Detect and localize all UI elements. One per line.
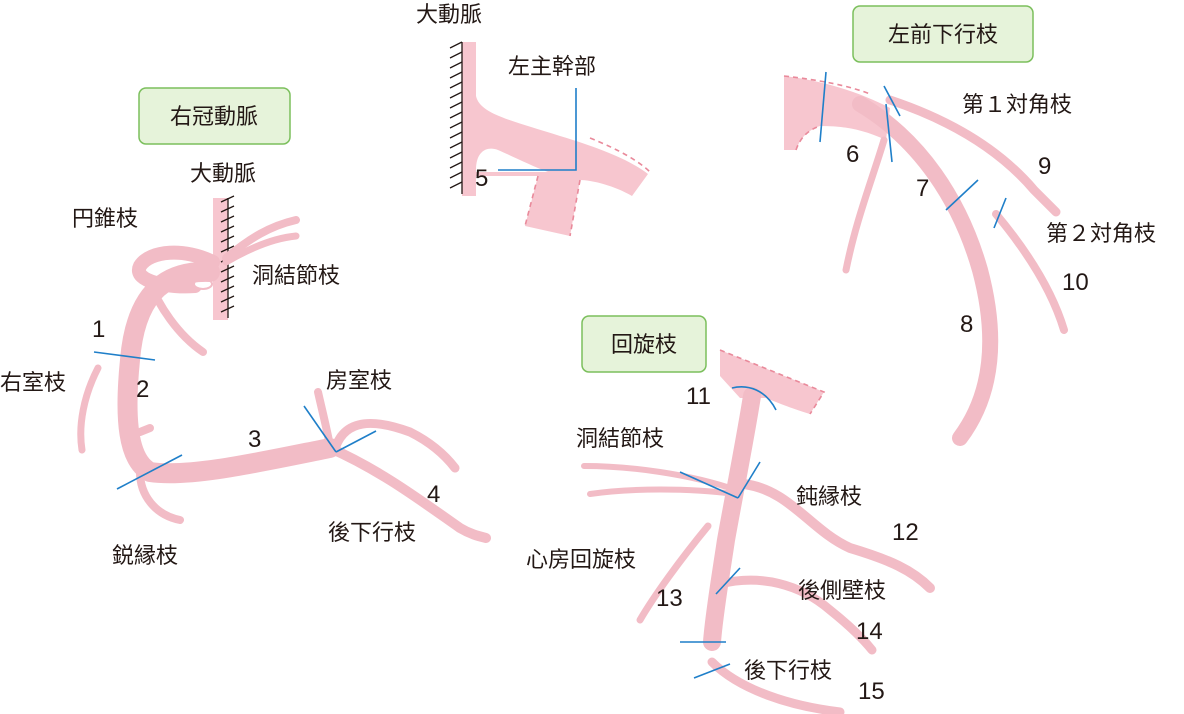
rca-lateral-branch [331,418,460,473]
lcx-title: 回旋枝 [611,333,677,358]
lmt-marker [498,88,577,171]
lmt-aorta-hatch [449,41,463,194]
lad-dash-bottom [795,125,821,151]
lad-dash-top [783,75,871,95]
lcx-sinus-branch-b [587,486,737,497]
lad-segment-7: 7 [916,175,929,202]
rca-pd-label: 後下行枝 [328,521,416,546]
rca-rv-branch [77,364,102,454]
rca-title: 右冠動脈 [170,105,258,130]
lcx-segment-15: 15 [858,678,885,705]
lad-diag1-label: 第１対角枝 [962,93,1072,118]
lcx-marker-15 [693,663,731,679]
rca-aorta-label: 大動脈 [190,162,256,187]
lad-title-badge: 左前下行枝 [852,5,1034,63]
lad-segment-10: 10 [1062,269,1089,296]
lad-segment-6: 6 [846,141,859,168]
rca-posterior-descending [325,443,491,543]
rca-small-stub [136,424,154,436]
rca-acute-marginal [136,468,184,524]
lcx-atrial-circumflex-label: 心房回旋枝 [526,548,636,573]
rca-av-branch [314,388,334,450]
rca-acute-marginal-label: 鋭縁枝 [112,544,178,569]
lad-marker-7-8 [945,179,979,211]
lcx-pd-label: 後下行枝 [744,659,832,684]
rca-sinus-branch-a [222,216,300,262]
lad-marker-6-7 [885,103,893,163]
lad-diag2-label: 第２対角枝 [1046,222,1156,247]
rca-marker-3-4b [335,430,377,453]
rca-conus-label: 円錐枝 [72,207,138,232]
lmt-vessel [462,42,648,236]
rca-marker-1-2 [93,351,156,361]
lmt-aorta-label: 大動脈 [416,3,482,28]
lcx-posterior-descending [707,657,845,714]
lmt-left-main-label: 左主幹部 [508,55,596,80]
lcx-marker-11-13a [679,471,739,499]
lad-diag1-vessel [885,95,1061,217]
lmt-group: 大動脈 左主幹部 5 [416,3,651,237]
lcx-posterolateral [715,575,877,655]
lcx-posterolateral-label: 後側壁枝 [798,579,886,604]
lcx-marker-14 [715,567,741,595]
lcx-marker-11 [731,386,777,411]
lcx-sinus-node-label: 洞結節枝 [576,427,664,452]
rca-segment-3: 3 [248,426,261,453]
rca-marker-3-4a [303,405,337,453]
lcx-group: 回旋枝 洞結節枝 鈍縁枝 心房回旋枝 後側壁枝 後下行枝 11 12 13 14 [526,315,935,714]
lcx-segment-12: 12 [892,519,919,546]
lad-segment-9: 9 [1038,153,1051,180]
rca-main-trunk [117,261,340,484]
lad-main-vessel [852,96,999,446]
lad-marker-6a [819,71,827,143]
lcx-marker-11-13b [737,461,761,499]
rca-group: 右冠動脈 [0,87,491,569]
lad-marker-10 [993,197,1007,229]
lcx-main-trunk [703,387,761,651]
lad-septal-branch [842,136,888,274]
lad-segment-8: 8 [960,311,973,338]
rca-rv-label: 右室枝 [0,371,66,396]
lcx-obtuse-marginal-label: 鈍縁枝 [796,485,862,510]
rca-aorta-stub [213,198,228,320]
rca-segment-1: 1 [92,316,105,343]
lad-diag2-vessel [992,210,1068,334]
rca-sinus-node-label: 洞結節枝 [252,264,340,289]
rca-sinus-branch-b [222,232,300,266]
lcx-segment-14: 14 [856,618,883,645]
lad-title: 左前下行枝 [888,23,998,48]
rca-marker-2-3 [116,454,183,490]
lcx-atrial-circumflex [636,522,712,624]
lmt-notch [476,148,548,172]
rca-segment-2: 2 [136,376,149,403]
lcx-segment-13: 13 [656,585,683,612]
lad-group: 左前下行枝 第１対角枝 第２対角枝 6 7 8 9 10 [783,5,1156,446]
lmt-dash-right [569,179,581,237]
lcx-segment-11: 11 [686,383,711,410]
lcx-title-badge: 回旋枝 [581,315,707,373]
lad-trunk-fill [784,76,890,150]
lcx-sinus-branch-a [581,463,739,493]
rca-title-badge: 右冠動脈 [138,87,291,145]
lmt-dash-top [589,137,651,173]
rca-av-label: 房室枝 [326,369,392,394]
lad-marker-9 [883,85,901,117]
lcx-obtuse-marginal [739,479,935,593]
lmt-segment-5: 5 [475,165,488,192]
rca-segment-4: 4 [427,481,440,508]
lcx-origin-dash [719,349,826,415]
